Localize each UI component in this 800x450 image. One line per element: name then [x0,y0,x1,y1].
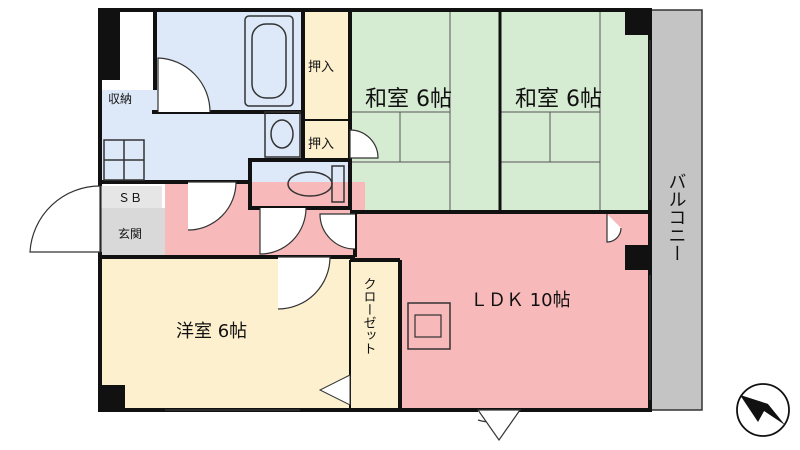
shoe-box-area [100,186,162,208]
entrance-area [100,208,165,256]
window-marks [165,40,651,411]
oshiire-top-area [305,12,350,120]
ldk-area [355,212,650,410]
sb-label: ＳＢ [118,191,142,205]
oshiire-bottom-label: 押入 [308,137,334,152]
genkan-label: 玄関 [118,226,142,241]
door-swings [29,57,622,423]
washing-machine-icon [103,139,145,181]
kitchen-counter-icon [407,302,451,350]
kitchen-stove-icon [414,314,442,338]
bathtub-icon [244,15,294,107]
structural-columns [100,10,650,410]
washitsu-right-label: 和室 6帖 [515,87,602,112]
washitsu-left-label: 和室 6帖 [365,87,452,112]
sink-icon [264,111,301,158]
closet-area [350,260,400,410]
balcony-area [649,9,703,411]
north-arrow-icon [736,383,790,437]
closet-label: クローゼット [361,277,377,355]
oshiire-bottom-area [305,120,350,160]
yoshitsu-label: 洋室 6帖 [176,321,247,342]
oshiire-top-label: 押入 [308,60,334,75]
toilet-icon [287,165,345,203]
shuno-label: 収納 [108,92,132,106]
ldk-label: ＬＤＫ 10帖 [470,290,571,311]
closet-door-marker [318,374,351,406]
ldk-door-marker [476,409,522,442]
balcony-label: バルコニー [666,172,687,262]
